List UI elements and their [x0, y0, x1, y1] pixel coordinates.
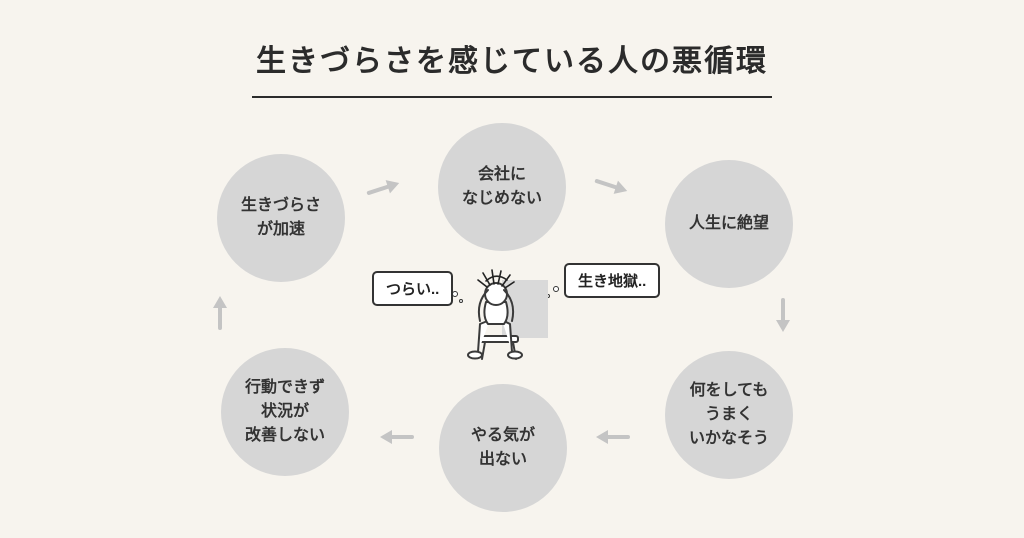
arrow-down-right-icon — [592, 173, 631, 199]
page-title: 生きづらさを感じている人の悪循環 — [252, 36, 772, 98]
cycle-node-no-motivation: やる気が 出ない — [439, 384, 567, 512]
thought-dot — [553, 286, 559, 292]
cycle-node-nothing-works: 何をしても うまく いかなそう — [665, 351, 793, 479]
arrow-up-right-icon — [364, 175, 403, 201]
arrow-down-icon — [775, 298, 791, 334]
arrow-glyph — [776, 298, 790, 332]
arrow-up-icon — [212, 294, 228, 330]
arrow-glyph — [596, 430, 630, 444]
arrow-glyph — [213, 296, 227, 330]
cycle-node-label: 行動できず 状況が 改善しない — [244, 379, 325, 444]
arrow-glyph — [594, 179, 628, 194]
cycle-node-life-despair: 人生に絶望 — [665, 160, 793, 288]
person-illustration-glyph — [467, 269, 548, 360]
arrow-glyph — [366, 180, 400, 195]
thought-dot — [452, 291, 458, 297]
hair — [477, 269, 515, 289]
thought-dot — [459, 299, 463, 303]
arrow-left-icon — [378, 429, 414, 445]
cycle-node-company-misfit: 会社に なじめない — [438, 123, 566, 251]
speech-bubble-right: 生き地獄.. — [564, 263, 661, 298]
title-wrap: 生きづらさを感じている人の悪循環 — [0, 36, 1024, 98]
figure — [467, 282, 523, 360]
cycle-node-suffering-accelerates: 生きづらさ が加速 — [217, 154, 345, 282]
person-head-in-hands-illustration — [440, 258, 570, 363]
cycle-node-label: 会社に なじめない — [461, 166, 542, 207]
cycle-node-label: やる気が 出ない — [470, 427, 535, 468]
cycle-node-label: 生きづらさ が加速 — [240, 197, 321, 238]
speech-bubble-left: つらい.. — [372, 271, 454, 306]
arrow-glyph — [380, 430, 414, 444]
arrow-left-icon — [594, 429, 630, 445]
cycle-node-no-action: 行動できず 状況が 改善しない — [221, 348, 349, 476]
cycle-node-label: 人生に絶望 — [688, 215, 769, 232]
cycle-node-label: 何をしても うまく いかなそう — [688, 382, 769, 447]
